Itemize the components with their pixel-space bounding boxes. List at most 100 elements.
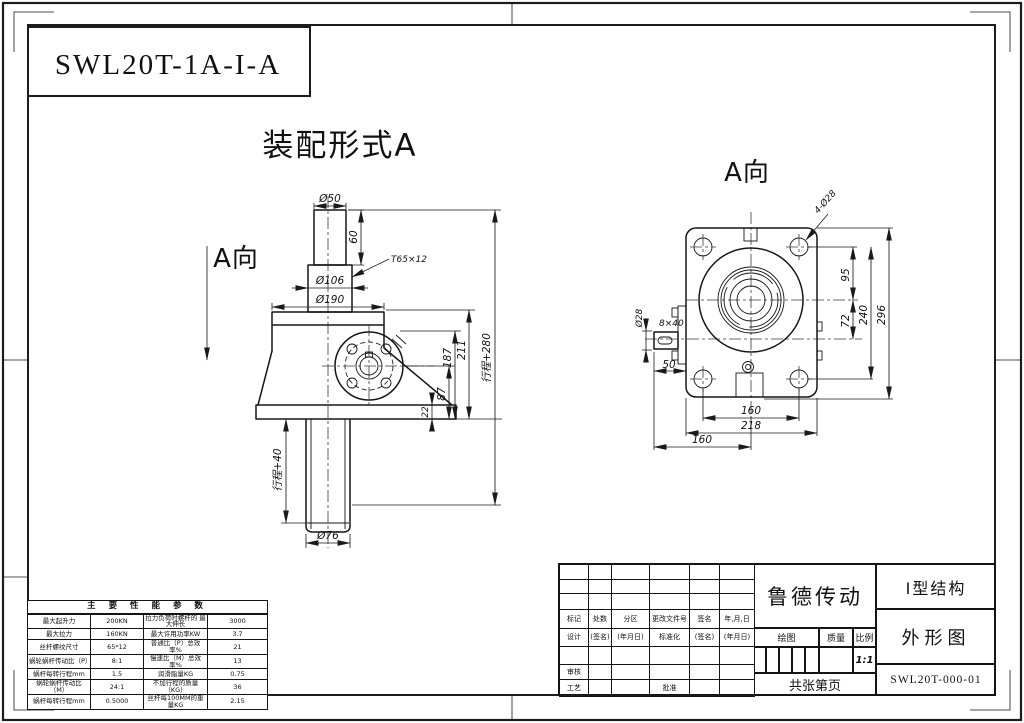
code-cell [766,647,779,673]
label-change-doc: 更改文件号 [649,609,690,629]
ext-lines [685,398,818,436]
param-label: 不加行程的质量（KG） [143,679,208,695]
grease-fitting [742,361,754,373]
param-label: 最大许用功率KW [143,628,208,641]
shaft-keyway [657,336,673,345]
param-label: 丝杆螺纹尺寸 [27,639,91,655]
snap-ring-arc [723,272,779,328]
top-lug [743,227,758,242]
housing-walls [257,325,453,406]
dim-thread: T65×12 [391,255,427,265]
housing-nub [671,307,679,318]
dim-v296: 296 [876,305,888,325]
shaft-housing [677,305,687,365]
param-label: 蜗轮蜗杆传动比（P） [27,653,91,670]
label-scale: 比例 [853,628,876,647]
param-label: 拉力负荷时螺杆的 最大伸长 [143,612,208,630]
param-value: 13 [206,653,269,670]
param-value: 3.7 [206,628,269,641]
dim-base-thk: 22 [421,406,431,418]
side-tab [816,321,823,332]
label-design: 设计 [559,628,589,647]
label-page: 页 [828,679,842,694]
dim-v72: 72 [840,314,852,328]
label-zone: 分区 [611,609,650,629]
param-label: 普通比（P）总效率% [143,639,208,655]
label-approve: 批准 [649,679,690,697]
holes-leader [805,213,829,241]
param-label: 丝杆每100MM的重量KG [143,694,208,710]
assembly-title: 装配形式A [262,128,417,164]
dim-screw-dia: Ø76 [316,530,339,542]
dim-corner-holes: 4-Ø28 [812,188,839,216]
ext-lines [348,209,501,506]
bearing-ring-outer [717,266,785,334]
param-value: 0.75 [206,668,269,681]
param-value: 3000 [206,612,269,630]
param-value: 200KN [90,612,144,630]
dim-key: 8×40 [659,319,684,329]
dim-shaft-len: 50 [662,359,676,371]
dim-tube-dia: Ø106 [315,275,345,287]
param-value: 2.15 [206,694,269,710]
doc-code-box: SWL20T-1A-I-A [27,26,311,97]
side-centerlines [645,212,862,414]
param-label: 慢速比（M）总效率% [143,653,208,670]
code-cell [754,647,766,673]
grease-fitting-center [745,364,751,370]
label-date: 年,月,日 [719,609,755,629]
bolt-hole [346,343,358,355]
code-cell [805,647,819,673]
dim-worm-center-h: 87 [436,387,448,401]
ext-lines [764,227,893,400]
param-value: 8:1 [90,653,144,670]
label-sign-ph: (签名) [689,628,720,647]
dim-flange-dia: Ø190 [315,294,345,306]
scale-value: 1:1 [853,647,876,673]
dim-body-h: 187 [442,348,454,368]
performance-table: 主 要 性 能 参 数 最大起升力 200KN 拉力负荷时螺杆的 最大伸长 30… [26,600,269,710]
param-value: 24:1 [90,679,144,695]
dim-v240: 240 [858,305,870,325]
ext-lines [642,330,652,351]
front-view: A向 [204,196,457,548]
label-page-no: 第 [815,679,829,694]
code-cell [792,647,805,673]
corner-trim-marks [13,11,1011,711]
label-mark: 标记 [559,609,589,629]
dim-shaft-to-center: 160 [692,434,712,446]
thread-leader [351,258,390,278]
param-label: 蜗杆每转行程mm [27,694,91,710]
label-check: 审核 [559,664,589,680]
param-label: 润滑脂量KG [143,668,208,681]
dim-v95: 95 [840,268,852,282]
housing-circle [698,247,804,353]
top-flange [271,311,385,326]
label-weight: 质量 [819,628,853,647]
screw-top-end [313,209,347,266]
dim-total-h: 211 [456,340,468,360]
worm-shaft [653,331,679,350]
bottom-boss [735,372,764,398]
dim-top-dia: Ø50 [318,193,341,205]
side-view [645,212,862,414]
label-count: 处数 [588,609,612,629]
weight-value-cell [819,647,853,673]
housing-nub [671,350,679,361]
label-process: 工艺 [559,679,589,697]
param-label: 蜗轮蜗杆传动比（M） [27,679,91,695]
dim-stroke-down: 行程+40 [272,448,284,491]
bearing-ring-inner [720,269,782,331]
side-tab [816,350,823,361]
label-standardize: 标准化 [649,628,690,647]
bolt-hole [346,377,358,389]
label-date-ph: (年月日) [719,628,755,647]
label-sign-ph: (签名) [588,628,612,647]
structure-type: I型结构 [876,564,996,609]
screw-core [736,285,766,315]
centering-marks [3,3,1021,720]
param-value: 65*12 [90,639,144,655]
param-label: 最大拉力 [27,628,91,641]
